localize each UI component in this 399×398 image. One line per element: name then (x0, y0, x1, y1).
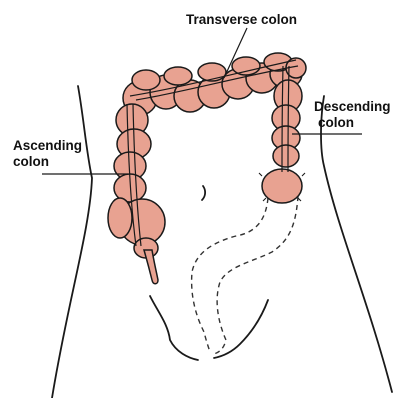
pelvis-left-contour (150, 296, 198, 360)
body-outline (52, 86, 392, 398)
colon (108, 53, 306, 284)
label-ascending-colon-1: Ascending (13, 138, 82, 153)
torso-right-contour (321, 96, 392, 392)
navel-mark (202, 186, 205, 200)
label-descending-colon-2: colon (318, 115, 354, 130)
label-transverse-colon: Transverse colon (186, 12, 297, 27)
label-descending-colon-1: Descending (314, 99, 391, 114)
appendix (144, 250, 158, 284)
descending-colon-end (262, 169, 302, 203)
sigmoid-colon-dashed (192, 196, 298, 354)
label-ascending-colon-2: colon (13, 154, 49, 169)
torso-left-contour (52, 86, 92, 398)
